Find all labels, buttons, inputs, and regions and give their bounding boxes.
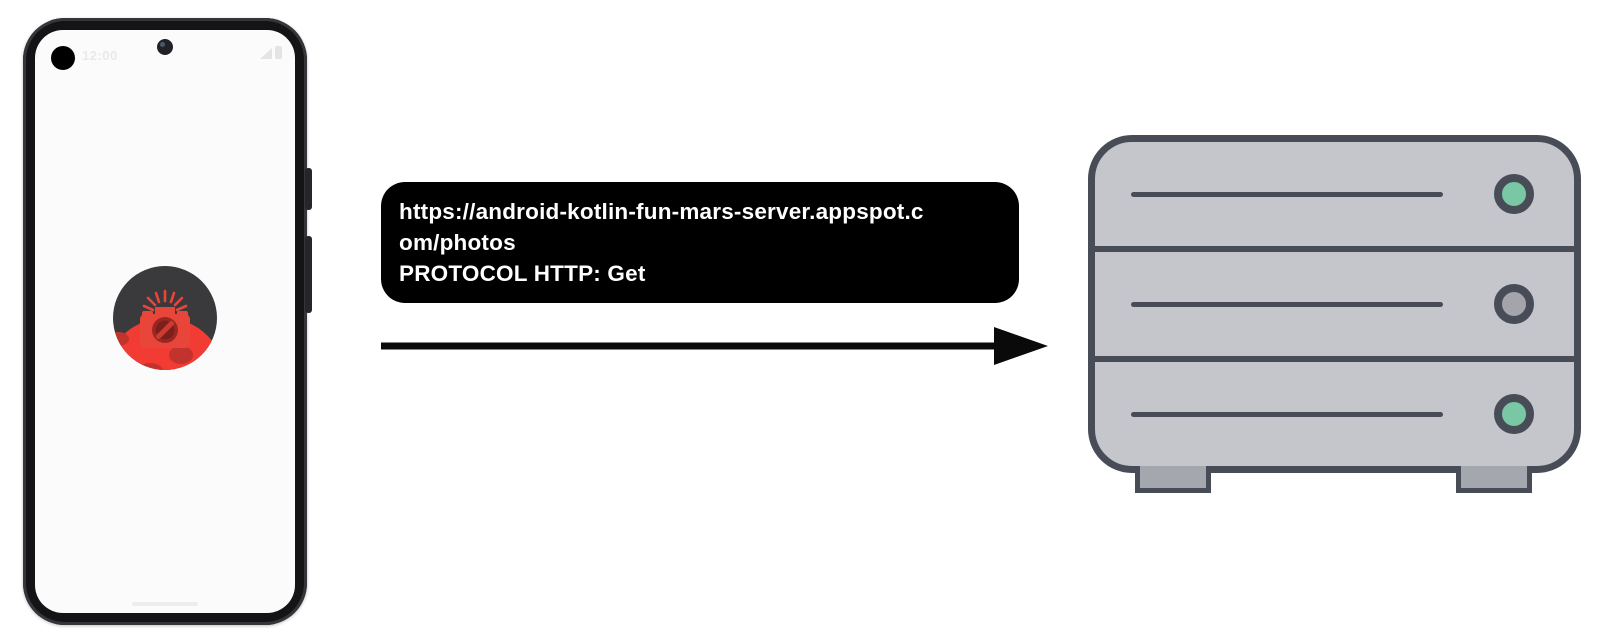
status-led	[1494, 174, 1534, 214]
request-box: https://android-kotlin-fun-mars-server.a…	[381, 182, 1019, 303]
rack-slot-line	[1131, 301, 1443, 307]
status-bar-icons	[260, 46, 282, 59]
signal-icon	[260, 48, 272, 59]
mars-camera-icon	[113, 266, 217, 370]
server-rack-row	[1095, 246, 1574, 356]
power-button	[305, 168, 312, 210]
rack-slot-line	[1131, 191, 1443, 197]
server-foot-right	[1456, 466, 1532, 493]
request-url-line-1: https://android-kotlin-fun-mars-server.a…	[399, 199, 924, 224]
server-rack-row	[1095, 356, 1574, 466]
server-rack-row	[1095, 142, 1574, 246]
screen-dot	[51, 46, 75, 70]
status-led	[1494, 284, 1534, 324]
status-bar-time: 12:00	[82, 48, 118, 63]
server-foot-left	[1135, 466, 1211, 493]
battery-icon	[275, 46, 282, 59]
phone-mockup: 12:00	[23, 18, 312, 625]
status-led	[1494, 394, 1534, 434]
camera-punch-hole-icon	[157, 39, 173, 55]
request-protocol-line: PROTOCOL HTTP: Get	[399, 261, 646, 286]
arrow-right-icon	[381, 327, 1048, 365]
rack-slot-line	[1131, 411, 1443, 417]
volume-button	[305, 236, 312, 313]
phone-screen: 12:00	[35, 30, 295, 613]
navigation-handle	[132, 602, 198, 606]
server-illustration	[1088, 135, 1581, 493]
camera-glyph	[140, 289, 190, 348]
request-url-line-2: om/photos	[399, 230, 516, 255]
